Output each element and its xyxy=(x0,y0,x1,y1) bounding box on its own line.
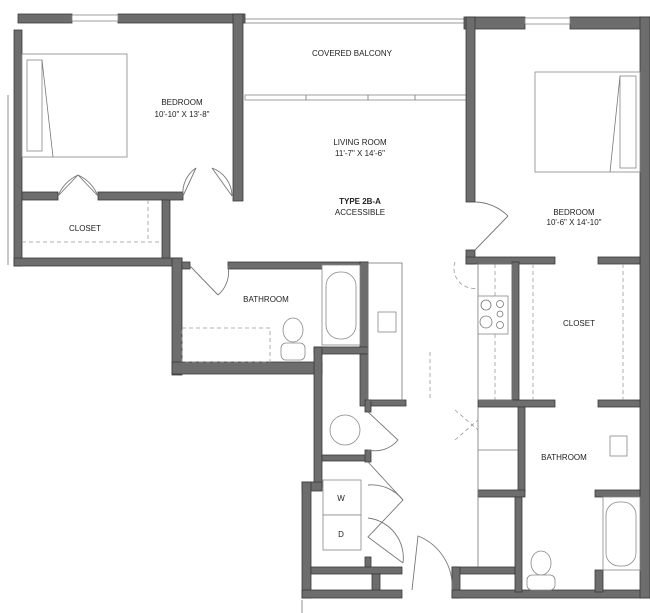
room-labels: COVERED BALCONY BEDROOM 10'-10" X 13'-8"… xyxy=(69,49,602,539)
windows xyxy=(71,14,571,25)
pillow-right xyxy=(619,75,637,169)
closet-2-label: CLOSET xyxy=(563,319,595,328)
furniture xyxy=(21,53,641,591)
washer-label: W xyxy=(337,494,345,503)
bathroom-2-label: BATHROOM xyxy=(541,453,587,462)
sink-right xyxy=(609,435,628,457)
unit-type-label: TYPE 2B-A xyxy=(339,197,381,206)
living-room-dimensions: 11'-7" X 14'-6" xyxy=(335,149,385,158)
bathroom-1-label: BATHROOM xyxy=(243,295,289,304)
toilet-right xyxy=(530,550,552,576)
closet-1-label: CLOSET xyxy=(69,224,101,233)
washer xyxy=(322,479,362,516)
bedroom-1-label: BEDROOM xyxy=(161,98,203,107)
balcony-label: COVERED BALCONY xyxy=(312,49,393,58)
vanity-left xyxy=(181,327,271,363)
doors xyxy=(57,167,509,591)
accessible-label: ACCESSIBLE xyxy=(335,208,385,217)
living-room-label: LIVING ROOM xyxy=(333,138,387,147)
dryer-label: D xyxy=(338,530,344,539)
bedroom-2-dimensions: 10'-6" X 14'-10" xyxy=(547,218,602,227)
bedroom-2-label: BEDROOM xyxy=(553,208,595,217)
sliding-door xyxy=(244,94,468,101)
toilet-left xyxy=(282,317,304,343)
closet-shelves xyxy=(22,200,624,400)
balcony-railing xyxy=(245,18,466,24)
sink-left xyxy=(377,311,397,333)
pillow-left xyxy=(26,59,43,152)
bedroom-1-dimensions: 10'-10" X 13'-8" xyxy=(155,110,210,119)
guide-lines xyxy=(7,95,303,613)
dryer xyxy=(322,514,362,551)
water-heater xyxy=(329,414,361,446)
